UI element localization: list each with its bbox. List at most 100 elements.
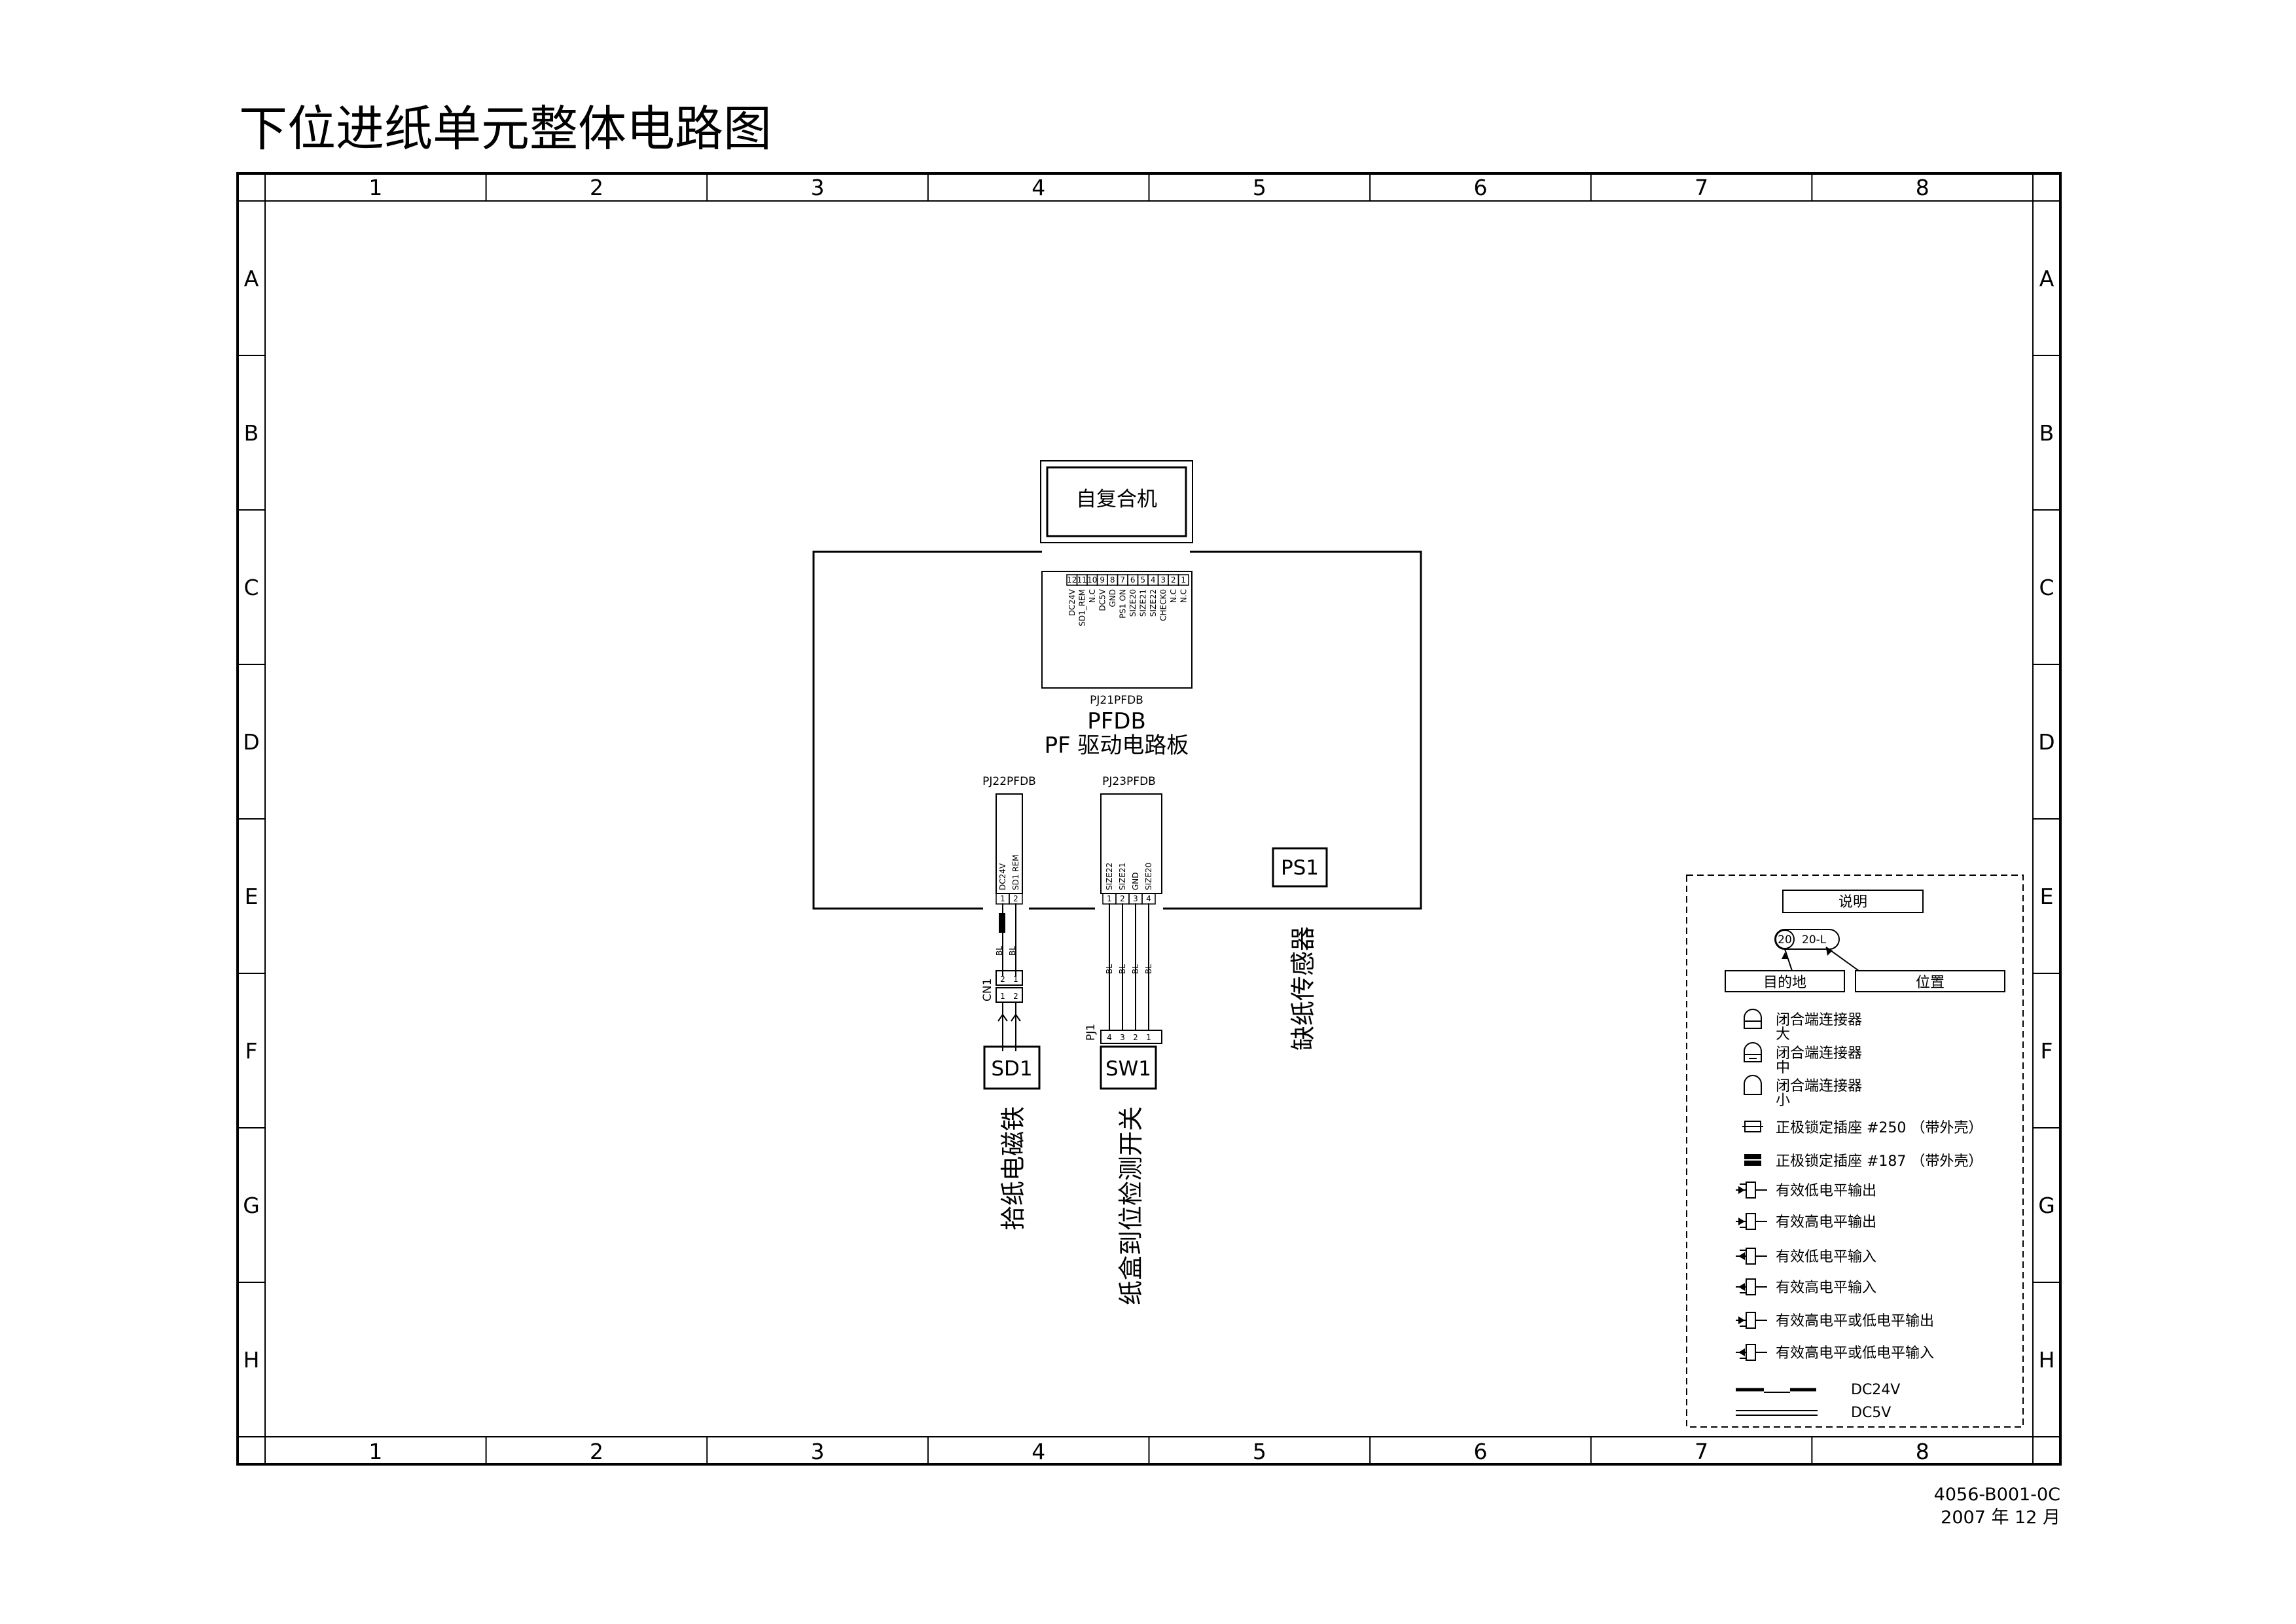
legend-item-text: 有效高电平或低电平输出	[1776, 1313, 1934, 1329]
sd1-solenoid: SD1	[983, 1045, 1041, 1090]
legend-title: 说明	[1839, 894, 1867, 911]
grid-column-label: 4	[1031, 175, 1045, 200]
pin-number: 7	[1120, 575, 1125, 585]
signal-name: SIZE22	[1105, 863, 1114, 890]
signal-name: SIZE20	[1128, 589, 1138, 617]
legend-item-text: 正极锁定插座 #250 （带外壳）	[1776, 1120, 1982, 1136]
grid-row-label: H	[2039, 1347, 2055, 1373]
pj23-label: PJ23PFDB	[1102, 775, 1156, 788]
grid-row-label: E	[245, 884, 259, 909]
pin-number: 11	[1077, 575, 1087, 585]
legend-item-text: 有效低电平输出	[1776, 1183, 1876, 1199]
signal-name: SD1 REM	[1011, 854, 1020, 890]
grid-row-label: B	[244, 420, 259, 446]
legend-item-size: 中	[1776, 1060, 1790, 1076]
signal-name: SIZE20	[1144, 863, 1153, 890]
legend-item-text: 闭合端连接器	[1776, 1012, 1862, 1028]
grid-column-label: 7	[1695, 175, 1708, 200]
legend-example-left: 20	[1778, 933, 1792, 947]
pin-number: 6	[1130, 575, 1136, 585]
pin-number: 4	[1107, 1033, 1112, 1042]
sd1-description: 拾纸电磁铁	[999, 1106, 1028, 1231]
grid-row-label: E	[2040, 884, 2054, 909]
board-name: PF 驱动电路板	[1045, 732, 1189, 759]
grid-row-label: C	[2039, 575, 2054, 600]
legend-item-text: 有效高电平输出	[1776, 1214, 1876, 1231]
closed-terminal-medium-icon	[1744, 1042, 1762, 1062]
grid-column-label: 3	[811, 1439, 825, 1464]
active-low-output-icon	[1736, 1182, 1767, 1199]
signal-name: GND	[1108, 589, 1117, 607]
board-code: PFDB	[1087, 708, 1146, 734]
pin-number: 4	[1146, 894, 1151, 903]
pj22-signals: DC24V SD1 REM	[998, 854, 1020, 890]
pin-number: 12	[1067, 575, 1077, 585]
active-high-output-icon	[1736, 1213, 1767, 1230]
ps1-label: PS1	[1281, 856, 1319, 880]
signal-name: PS1 ON	[1118, 589, 1127, 619]
cn1-label: CN1	[981, 979, 994, 1001]
signal-name: CHECK0	[1158, 589, 1168, 621]
document-date: 2007 年 12 月	[1941, 1507, 2060, 1528]
grid-column-label: 5	[1253, 175, 1266, 200]
pin-cell	[1177, 574, 1189, 586]
pin-number: 2	[1133, 1033, 1138, 1042]
high-or-low-output-icon	[1736, 1312, 1767, 1329]
grid-row-label: A	[244, 266, 259, 291]
legend-dc5v: DC5V	[1851, 1405, 1891, 1421]
grid-row-label: B	[2039, 420, 2054, 446]
pin-number: 1	[1013, 975, 1018, 984]
ps1-description: 缺纸传感器	[1289, 926, 1318, 1051]
legend-position: 位置	[1916, 975, 1945, 991]
pin-number: 1	[1107, 894, 1112, 903]
wire-color-tag: BL	[1008, 946, 1017, 956]
grid-row-label: G	[2038, 1193, 2055, 1218]
pin-number: 2	[1000, 975, 1005, 984]
closed-terminal-large-icon	[1744, 1009, 1762, 1029]
pin-number: 2	[1013, 894, 1018, 903]
pin-number: 4	[1151, 575, 1156, 585]
pj1-label: PJ1	[1085, 1024, 1098, 1041]
pin-number: 3	[1120, 1033, 1125, 1042]
grid-row-label: F	[245, 1038, 258, 1064]
pin-number: 2	[1171, 575, 1176, 585]
wire-color-tag: BL	[1144, 964, 1153, 974]
ps1-sensor: PS1	[1272, 847, 1328, 888]
legend-destination: 目的地	[1763, 975, 1806, 991]
grid-dividers	[238, 173, 2060, 1464]
grid-column-label: 4	[1031, 1439, 1045, 1464]
grid-column-label: 5	[1253, 1439, 1266, 1464]
pin-number: 1	[1000, 992, 1005, 1001]
pin-number: 9	[1100, 575, 1105, 585]
legend-item-text: 闭合端连接器	[1776, 1045, 1862, 1062]
signal-name: DC24V	[998, 863, 1007, 890]
pin-number: 10	[1087, 575, 1097, 585]
signal-name: SIZE21	[1118, 863, 1127, 890]
wire-color-tag: BL	[1131, 964, 1140, 974]
high-or-low-input-icon	[1736, 1344, 1767, 1361]
grid-row-label: D	[243, 729, 259, 755]
wire-color-tag: BL	[1118, 964, 1127, 974]
grid-column-label: 2	[590, 1439, 603, 1464]
grid-column-label: 1	[368, 1439, 382, 1464]
active-high-input-icon	[1736, 1278, 1767, 1295]
legend-item-text: 闭合端连接器	[1776, 1078, 1862, 1094]
pfdb-board-outline	[812, 550, 1422, 910]
sw1-description: 纸盒到位检测开关	[1117, 1106, 1145, 1305]
sw1-wire-tags: BL BL BL BL	[1105, 964, 1153, 974]
sw1-label: SW1	[1105, 1057, 1151, 1081]
active-low-input-icon	[1736, 1248, 1767, 1265]
legend-item-size: 小	[1776, 1092, 1790, 1109]
wire-color-tag: BL	[1105, 964, 1114, 974]
pin-number: 2	[1120, 894, 1125, 903]
breaker-box: 自复合机	[1040, 460, 1193, 543]
grid-row-label: C	[243, 575, 259, 600]
